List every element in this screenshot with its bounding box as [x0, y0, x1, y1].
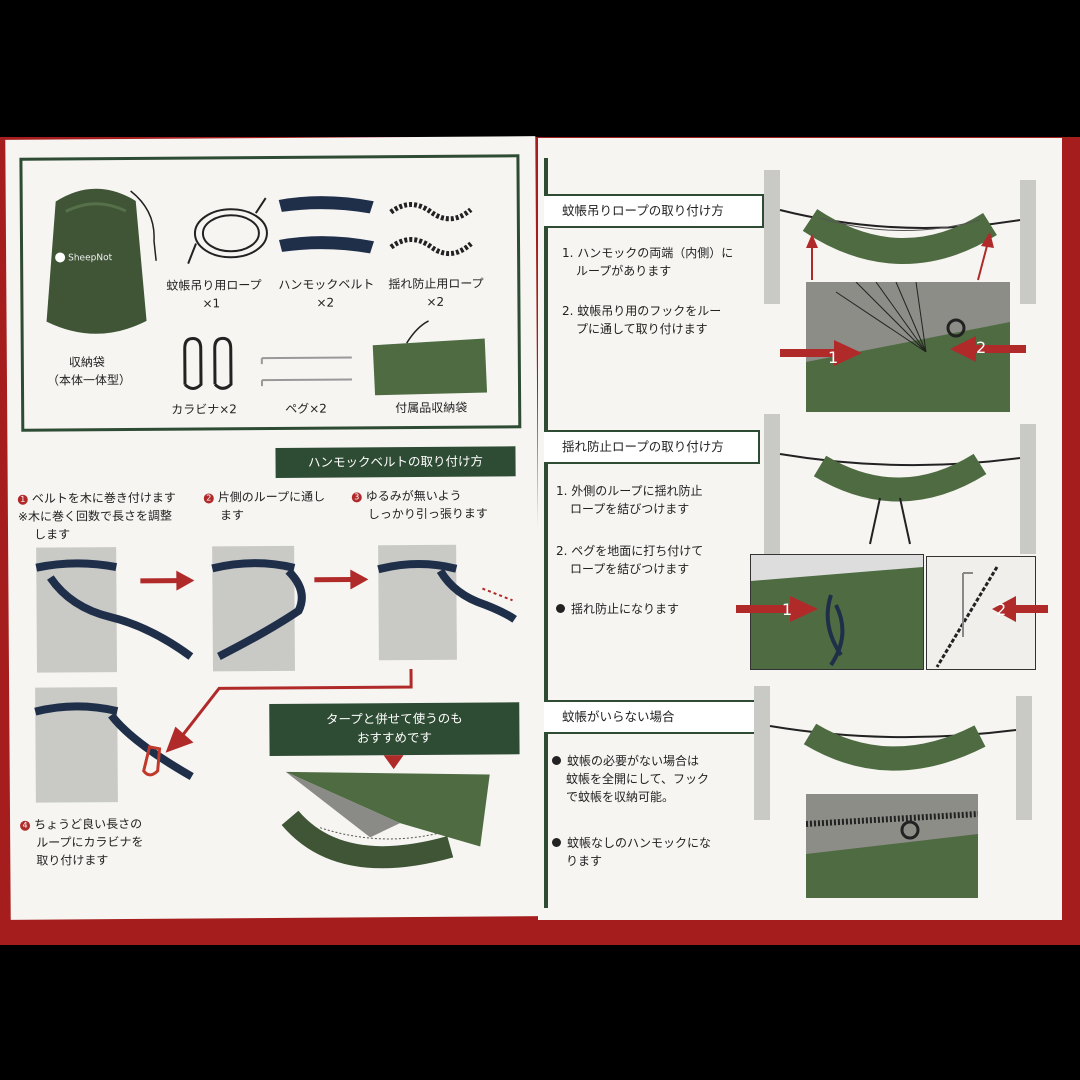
- net-rope-callout-arrows: [806, 232, 994, 281]
- sway-note-text: 揺れ防止になります: [571, 602, 680, 616]
- peg-rope-image: [935, 566, 999, 668]
- sway-step2-line2: ロープを結びつけます: [570, 562, 690, 576]
- no-net-section-title: 蚊帳がいらない場合: [544, 700, 760, 734]
- callout-arrow-1: [780, 340, 862, 366]
- right-page: 蚊帳吊りロープの取り付け方 1. ハンモックの両端（内側）に ループがあります …: [538, 138, 1062, 920]
- hammock-belt-image: [278, 196, 375, 254]
- tarp-hammock-illustration: [281, 771, 490, 869]
- bullet-icon: [556, 604, 565, 613]
- belt-section-title: ハンモックベルトの取り付け方: [275, 446, 516, 478]
- peg-image: [260, 356, 352, 387]
- mosquito-rope-image: [187, 197, 268, 264]
- step-number-badge: 1: [17, 494, 28, 505]
- mosquito-rope-label: 蚊帳吊り用ロープ: [166, 278, 262, 293]
- belt-step3-line2: しっかり引っ張ります: [367, 506, 488, 522]
- step-number-badge: 3: [351, 492, 362, 503]
- storage-bag-image: [46, 188, 157, 334]
- belt-step3-illustration: [377, 544, 517, 661]
- callout-arrow-1: [736, 596, 818, 622]
- no-net-point1-text: 蚊帳の必要がない場合は: [567, 754, 700, 768]
- peg-label: ペグ×2: [285, 401, 327, 416]
- carabiner-image: [183, 336, 233, 391]
- callout-label-1: 1: [782, 600, 793, 619]
- belt-step1-illustration: [35, 547, 194, 673]
- net-rope-step1-line2: ループがあります: [576, 264, 672, 278]
- belt-step3-line1: ゆるみが無いよう: [365, 488, 462, 504]
- belt-step2-illustration: [211, 545, 306, 672]
- tarp-title-box: タープと併せて使うのも おすすめです: [269, 702, 520, 757]
- belt-step2-line2: ます: [219, 508, 244, 523]
- tarp-title-line2: おすすめです: [356, 729, 433, 746]
- sway-note: 揺れ防止になります: [556, 600, 679, 619]
- net-rope-step2-line2: プに通して取り付けます: [576, 322, 708, 336]
- no-net-point1-line2: 蚊帳を全開にして、フック: [566, 772, 710, 786]
- net-rope-step1-line1: 1. ハンモックの両端（内側）に: [562, 246, 734, 260]
- sway-rope-knot-image: [751, 555, 923, 667]
- belt-step4-illustration: [34, 687, 194, 803]
- accessory-bag-image: [372, 320, 488, 396]
- sway-step1-line2: ロープを結びつけます: [570, 502, 690, 516]
- sway-section-title: 揺れ防止ロープの取り付け方: [544, 430, 760, 464]
- top-black-bar: [0, 0, 1080, 137]
- belt-step1-line2: ※木に巻く回数で長さを調整: [17, 508, 173, 524]
- sway-detail-photo-1: [750, 554, 924, 670]
- carabiner-label: カラビナ×2: [171, 402, 237, 417]
- callout-label-2: 2: [976, 338, 987, 357]
- right-arrow-icon: [314, 569, 369, 590]
- belt-step2-line1: 片側のループに通し: [217, 489, 326, 505]
- sway-detail-photo-2: [926, 556, 1036, 670]
- no-net-point1-line1: 蚊帳の必要がない場合は: [552, 752, 699, 771]
- hammock-belt-label: ハンモックベルト: [278, 277, 375, 292]
- belt-step4-line1: ちょうど良い長さの: [34, 816, 143, 832]
- down-triangle-icon: [383, 755, 404, 770]
- no-net-hammock-illustration: [754, 686, 1032, 820]
- left-page: SheepNot 収納袋 （本体一体型） 蚊帳吊り用ロープ ×1 ハンモックベル…: [5, 136, 541, 920]
- belt-step4-line2: ループにカラビナを: [36, 834, 144, 850]
- accessory-bag-label: 付属品収納袋: [395, 400, 468, 416]
- right-arrow-icon: [140, 570, 195, 591]
- belt-step1-line1: ベルトを木に巻き付けます: [31, 490, 176, 506]
- sway-step2-line1: 2. ペグを地面に打ち付けて: [556, 544, 704, 558]
- tarp-title-line1: タープと併せて使うのも: [325, 710, 463, 727]
- storage-bag-label: 収納袋: [68, 355, 105, 370]
- brand-logo-text: SheepNot: [68, 253, 113, 264]
- bullet-icon: [552, 756, 561, 765]
- belt-step1-line3: します: [33, 527, 71, 542]
- no-net-point2-line2: ります: [566, 854, 603, 868]
- net-rope-section-title: 蚊帳吊りロープの取り付け方: [544, 194, 764, 228]
- no-net-point1-line3: で蚊帳を収納可能。: [566, 790, 675, 804]
- bottom-black-bar: [0, 945, 1080, 1080]
- callout-label-1: 1: [828, 348, 839, 367]
- long-return-arrow-icon: [165, 669, 413, 753]
- no-net-point2-text: 蚊帳なしのハンモックにな: [567, 836, 712, 850]
- net-rope-step2-line1: 2. 蚊帳吊り用のフックをルー: [562, 304, 722, 318]
- vertical-divider: [544, 158, 548, 908]
- step-number-badge: 4: [20, 820, 31, 831]
- sway-hammock-illustration: [764, 414, 1036, 554]
- sway-rope-image: [389, 202, 473, 256]
- sway-rope-qty: ×2: [426, 294, 445, 309]
- step-number-badge: 2: [203, 493, 214, 504]
- callout-label-2: 2: [996, 600, 1007, 619]
- bullet-icon: [552, 838, 561, 847]
- sway-rope-label: 揺れ防止用ロープ: [388, 276, 484, 292]
- hammock-belt-qty: ×2: [316, 295, 335, 310]
- stowed-net-image: [806, 811, 978, 898]
- sway-step1-line1: 1. 外側のループに揺れ防止: [556, 484, 703, 498]
- no-net-point2-line1: 蚊帳なしのハンモックにな: [552, 834, 711, 853]
- net-rope-hammock-illustration: [764, 170, 1036, 304]
- no-net-detail-photo: [806, 794, 978, 898]
- belt-step4-line3: 取り付けます: [36, 853, 109, 868]
- callout-arrow-2: [992, 596, 1048, 622]
- mosquito-rope-qty: ×1: [202, 296, 221, 311]
- callout-arrow-2: [950, 336, 1026, 362]
- storage-bag-sublabel: （本体一体型）: [46, 372, 132, 388]
